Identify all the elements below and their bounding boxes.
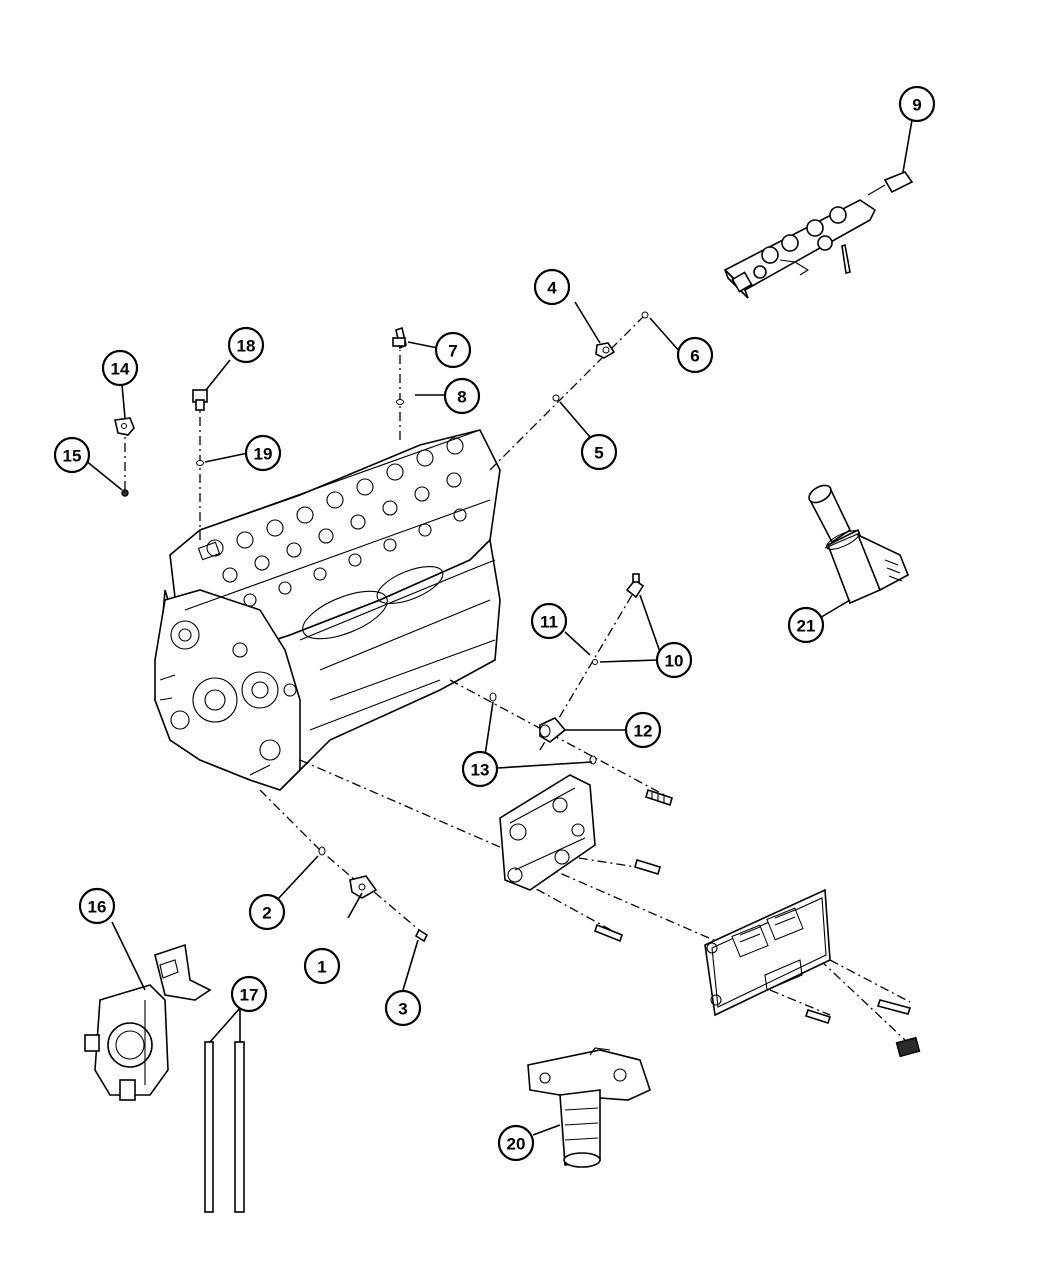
part-2-seal xyxy=(318,846,326,856)
callout-10: 10 xyxy=(655,641,693,679)
callout-1-label: 1 xyxy=(317,958,326,977)
callout-3-label: 3 xyxy=(398,1000,407,1019)
callout-8: 8 xyxy=(443,377,481,415)
callout-2-label: 2 xyxy=(262,904,271,923)
callout-13: 13 xyxy=(461,750,499,788)
callout-4: 4 xyxy=(533,268,571,306)
part-16-throttle-body xyxy=(84,943,212,1101)
callout-2: 2 xyxy=(248,893,286,931)
part-7-sensor xyxy=(392,326,407,350)
part-8-oring xyxy=(396,399,404,405)
callout-7: 7 xyxy=(434,331,472,369)
callout-18-label: 18 xyxy=(237,337,256,356)
part-15-bolt xyxy=(121,489,129,497)
callout-6: 6 xyxy=(676,336,714,374)
callout-16-label: 16 xyxy=(88,898,107,917)
callout-11-label: 11 xyxy=(540,613,558,632)
part-14-sensor xyxy=(114,417,135,436)
callout-5-label: 5 xyxy=(594,444,603,463)
part-11-seal xyxy=(592,659,598,665)
callout-18: 18 xyxy=(227,326,265,364)
callout-17-label: 17 xyxy=(240,986,259,1005)
part-19-oring xyxy=(196,460,204,466)
part-10-sensor xyxy=(625,573,645,599)
callout-6-label: 6 xyxy=(690,347,699,366)
part-20-sensor xyxy=(527,1047,651,1168)
part-6-plug xyxy=(641,311,649,319)
callout-7-label: 7 xyxy=(448,342,457,361)
part-bolt-13 xyxy=(645,788,673,807)
callout-12-label: 12 xyxy=(634,722,653,741)
part-4-sensor xyxy=(595,342,616,359)
callout-20-label: 20 xyxy=(507,1135,526,1154)
callout-21-label: 21 xyxy=(797,617,816,636)
callout-17: 17 xyxy=(230,975,268,1013)
part-18-sensor xyxy=(192,389,208,411)
callout-8-label: 8 xyxy=(457,388,466,407)
ecm-module xyxy=(704,888,831,1017)
callout-10-label: 10 xyxy=(665,652,684,671)
part-12-adapter xyxy=(539,717,567,743)
part-3-bolt xyxy=(414,928,429,943)
callout-20: 20 xyxy=(497,1124,535,1162)
ecm-fasteners xyxy=(804,999,921,1058)
callout-13-label: 13 xyxy=(471,761,490,780)
part-9-fuel-rail xyxy=(723,171,914,299)
callout-9: 9 xyxy=(898,85,936,123)
callout-16: 16 xyxy=(78,887,116,925)
callout-14: 14 xyxy=(101,349,139,387)
callout-15: 15 xyxy=(53,436,91,474)
ecm-bracket xyxy=(499,774,596,891)
part-17-rods xyxy=(204,1041,245,1213)
callout-14-label: 14 xyxy=(111,360,130,379)
callout-15-label: 15 xyxy=(63,447,82,466)
callout-21: 21 xyxy=(787,606,825,644)
callout-11: 11 xyxy=(530,602,568,640)
callout-3: 3 xyxy=(384,989,422,1027)
callout-19: 19 xyxy=(244,434,282,472)
part-5-seal xyxy=(552,394,560,402)
part-1-sensor xyxy=(349,875,378,899)
callout-19-label: 19 xyxy=(254,445,273,464)
callout-1: 1 xyxy=(303,947,341,985)
bracket-bolts xyxy=(594,858,661,943)
part-21-sensor xyxy=(808,484,910,605)
engine-block xyxy=(154,429,501,791)
callout-5: 5 xyxy=(580,433,618,471)
callout-4-label: 4 xyxy=(547,279,557,298)
callout-12: 12 xyxy=(624,711,662,749)
callout-9-label: 9 xyxy=(912,96,921,115)
